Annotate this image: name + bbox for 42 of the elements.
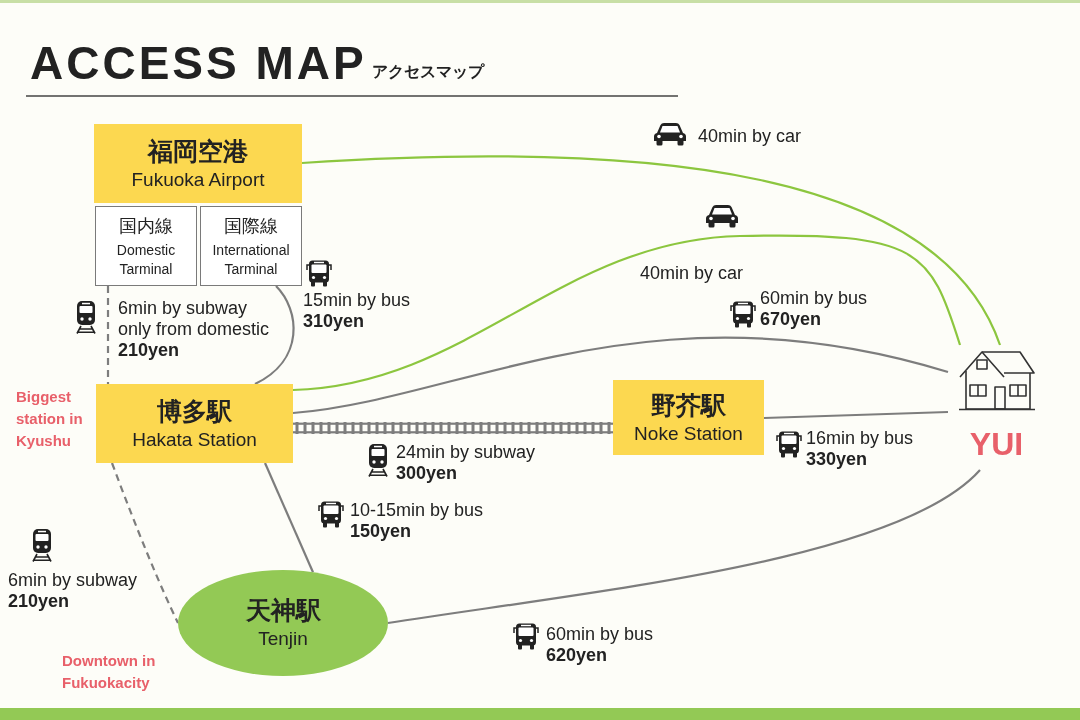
route-line	[301, 155, 1001, 346]
title: ACCESS MAP	[30, 36, 367, 90]
station-box	[96, 384, 293, 463]
edge-label: 6min by subway only from domestic 210yen	[118, 298, 271, 361]
terminal-box	[95, 206, 197, 286]
edge-label: 15min by bus 310yen	[303, 290, 411, 332]
route-line	[292, 336, 949, 415]
dashed-route-line	[106, 286, 110, 384]
route-line	[292, 234, 962, 392]
edge-label: 40min by car	[640, 263, 744, 284]
note-text: Downtown in Fukuokacity	[62, 651, 157, 693]
english-name: Tenjin	[258, 627, 308, 651]
place-name: 博多駅	[157, 395, 232, 428]
dashed-route-line	[110, 462, 179, 624]
english-name: International Tarminal	[211, 240, 291, 279]
edge-label: 24min by subway 300yen	[396, 442, 536, 484]
edge-label: 6min by subway 210yen	[8, 570, 138, 612]
english-name: Domestic Tarminal	[115, 240, 177, 279]
station-box	[94, 124, 302, 203]
english-name: Hakata Station	[132, 427, 257, 452]
railway-track	[293, 422, 613, 434]
terminal-box	[200, 206, 302, 286]
route-line	[763, 410, 949, 420]
route-line	[264, 462, 314, 573]
edge-label: 60min by bus 620yen	[546, 624, 654, 666]
station-box	[613, 380, 764, 455]
note-text: Biggest station in Kyushu	[16, 387, 84, 451]
english-name: Noke Station	[634, 421, 743, 446]
edge-label: 60min by bus 670yen	[760, 288, 868, 330]
route-line	[387, 469, 981, 625]
place-name: 福岡空港	[148, 135, 248, 168]
english-name: Fukuoka Airport	[131, 167, 265, 192]
place-name: 野芥駅	[651, 389, 726, 422]
place-name: YUI	[969, 425, 1024, 463]
subtitle: アクセスマップ	[372, 62, 484, 82]
terminal-name: 国際線	[224, 213, 278, 238]
route-line	[254, 285, 295, 385]
edge-label: 10-15min by bus 150yen	[350, 500, 484, 542]
place-name: 天神駅	[245, 595, 321, 627]
edge-label: 40min by car	[698, 126, 802, 147]
edge-label: 16min by bus 330yen	[806, 428, 914, 470]
terminal-name: 国内線	[119, 213, 173, 238]
